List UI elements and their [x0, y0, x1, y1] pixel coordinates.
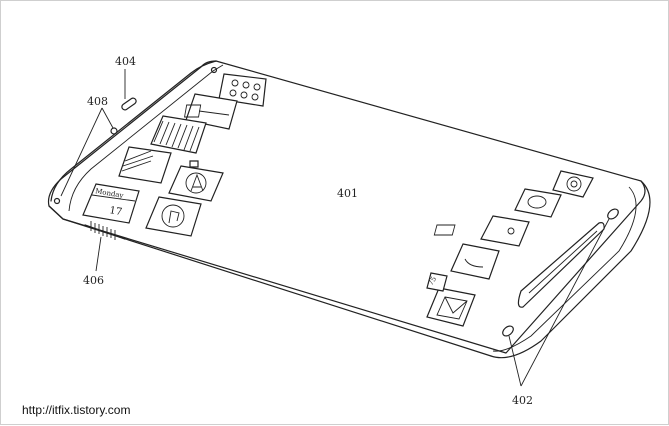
photos-app-icon[interactable]: [184, 93, 238, 130]
leader-lines: [60, 69, 610, 387]
bottom-sensor-icon: [53, 197, 61, 205]
settings-app-icon[interactable]: [552, 170, 594, 198]
stocks-app-icon[interactable]: [118, 146, 172, 184]
left-edge-icons: Monday 17: [82, 73, 267, 237]
ref-408: 408: [87, 95, 108, 108]
music-app-icon[interactable]: [145, 196, 202, 237]
ref-406: 406: [83, 274, 104, 287]
source-url: http://itfix.tistory.com: [22, 403, 131, 417]
mail-app-icon[interactable]: 75: [426, 272, 476, 327]
grid-app-icon[interactable]: [218, 73, 267, 107]
app-store-icon[interactable]: [168, 160, 224, 202]
side-button-bar[interactable]: [84, 221, 126, 240]
calendar-date-label: 17: [108, 205, 122, 218]
top-sensor-icon: [210, 66, 218, 74]
ref-404: 404: [115, 55, 136, 68]
leader-408-a: [60, 107, 103, 197]
left-edge-elements: [53, 66, 218, 205]
leader-402-a: [508, 335, 522, 387]
device-body: [47, 60, 651, 359]
ref-402: 402: [512, 394, 533, 407]
leader-408-b: [101, 107, 114, 129]
messages-app-icon[interactable]: [514, 188, 562, 218]
right-edge-icons: 75: [426, 170, 594, 327]
speaker-slot-icon: [121, 97, 137, 111]
mail-badge-count: 75: [427, 275, 438, 287]
leader-402-b: [520, 218, 610, 387]
newsstand-app-icon[interactable]: [150, 115, 207, 154]
ref-401: 401: [337, 187, 358, 200]
camera-app-icon[interactable]: [433, 215, 530, 247]
calendar-app-icon[interactable]: Monday 17: [82, 183, 140, 224]
front-camera-icon: [110, 127, 118, 135]
leader-406: [95, 236, 102, 272]
phone-app-icon[interactable]: [450, 243, 500, 280]
